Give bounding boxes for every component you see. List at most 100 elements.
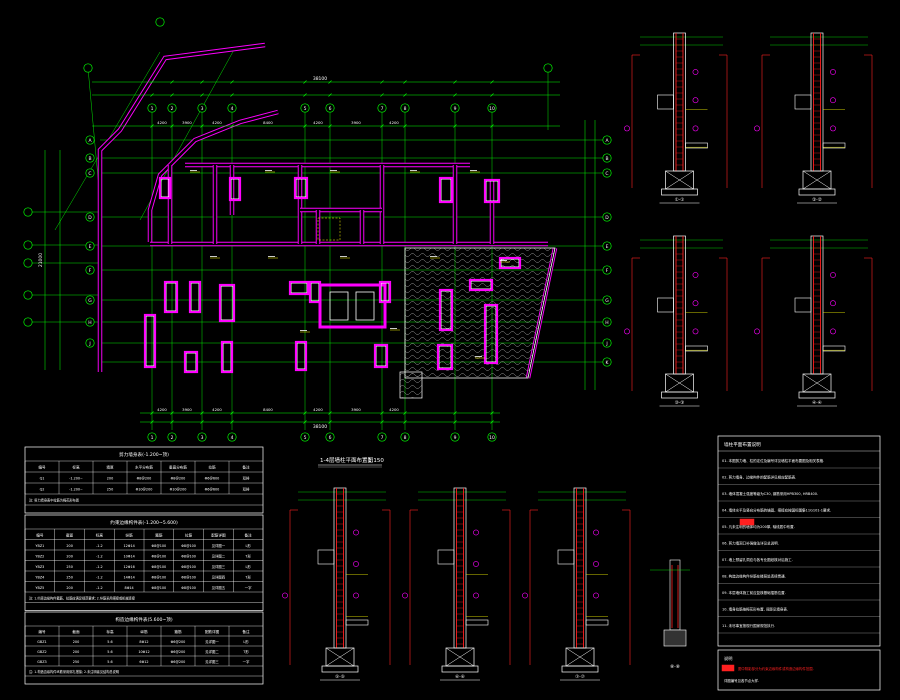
section-beam bbox=[437, 549, 455, 565]
boundary-element bbox=[483, 178, 501, 204]
boundary-element bbox=[373, 343, 389, 369]
table-cell: 见详图三 bbox=[212, 564, 226, 569]
section-rebar-mark bbox=[830, 272, 836, 278]
table-cell: Φ8@100 bbox=[181, 544, 196, 548]
axis-bubble-bottom-circle bbox=[487, 432, 497, 442]
dim-tick bbox=[303, 411, 307, 415]
section-rebar-mark bbox=[830, 300, 836, 307]
notes-item: 04. 墙体水平及竖向分布筋的锚固、搭接应按国标图集11G101-1要求. bbox=[722, 508, 831, 513]
bay-dim-bottom: 8400 bbox=[263, 407, 273, 412]
axis-bubble-top-label: 5 bbox=[304, 106, 307, 112]
table-cell: 一字 bbox=[243, 659, 250, 664]
section-x bbox=[565, 647, 595, 667]
dim-tick bbox=[303, 80, 307, 84]
notes-title: 墙柱平面布置说明 bbox=[724, 441, 761, 448]
section-rebar-mark bbox=[830, 97, 836, 104]
notes-footer-title: 说明 bbox=[724, 655, 732, 662]
axis-bubble-right-label: E bbox=[606, 244, 609, 250]
section-rebar-mark bbox=[522, 592, 528, 599]
axis-bubble-right-circle bbox=[602, 212, 612, 222]
section-x bbox=[802, 373, 832, 393]
section-slab bbox=[585, 619, 609, 626]
notes-footer-item: 图中阴影部分为约束边缘构件或构造边缘构件范围. bbox=[738, 666, 814, 671]
boundary-element bbox=[288, 280, 310, 296]
dim-tick bbox=[200, 411, 204, 415]
axis-bubble-left-circle bbox=[85, 135, 95, 145]
boundary-element-inner bbox=[165, 282, 177, 312]
dim-tick bbox=[490, 80, 494, 84]
section-slab bbox=[465, 619, 489, 626]
elevator-core bbox=[318, 283, 387, 329]
boundary-element bbox=[438, 176, 454, 204]
boundary-element-inner bbox=[295, 178, 307, 198]
boundary-element-inner bbox=[485, 180, 499, 202]
table-cell: YBZ1 bbox=[35, 544, 44, 548]
boundary-element bbox=[220, 340, 234, 374]
axis-bubble-top-label: 3 bbox=[201, 106, 204, 112]
section-beam bbox=[657, 94, 674, 110]
shear-wall-core bbox=[98, 43, 266, 372]
boundary-element bbox=[438, 288, 454, 332]
dim-tick bbox=[170, 93, 174, 97]
dim-tick bbox=[453, 124, 457, 128]
section-base bbox=[561, 665, 599, 673]
dim-tick bbox=[200, 124, 204, 128]
table-cell: 14Φ14 bbox=[123, 575, 134, 579]
axis-bubble-right-label: F bbox=[606, 268, 609, 274]
columns bbox=[143, 170, 522, 374]
table-header-cell: 配筋详图 bbox=[205, 629, 220, 634]
table-cell: 双排 bbox=[243, 476, 250, 481]
axis-bubble-top-circle bbox=[227, 103, 237, 113]
table-cell: -1.2 bbox=[96, 565, 103, 569]
boundary-element bbox=[158, 176, 172, 200]
table-cell: 250 bbox=[107, 488, 113, 492]
dim-tick bbox=[150, 420, 154, 424]
boundary-element-inner bbox=[485, 305, 497, 363]
plan-scale: 1:150 bbox=[368, 458, 384, 464]
table-cell: Φ8@200 bbox=[171, 477, 186, 481]
boundary-element-inner bbox=[230, 178, 240, 200]
notes-item: 11. 未尽事宜按现行国家规范执行. bbox=[722, 623, 775, 628]
table-title: 构造边缘构件表(5.600~顶) bbox=[115, 616, 173, 623]
boundary-element-inner bbox=[440, 290, 452, 330]
section-rebar-mark bbox=[830, 69, 836, 75]
section-title: ①-① bbox=[675, 197, 685, 203]
dim-tick bbox=[200, 93, 204, 97]
dim-tick bbox=[150, 80, 154, 84]
section-rebar-mark bbox=[692, 272, 699, 278]
table-header-cell: 拉筋 bbox=[208, 465, 216, 470]
boundary-element bbox=[308, 280, 322, 304]
axis-bubble-bottom-circle bbox=[400, 432, 410, 442]
dim-tick bbox=[200, 420, 204, 424]
overall-dim-top: 38100 bbox=[313, 76, 327, 82]
table-header-cell: 备注 bbox=[242, 465, 250, 470]
axis-bubble-right-circle bbox=[602, 317, 612, 327]
axis-bubble-top-label: 9 bbox=[454, 106, 457, 112]
table-cell: T形 bbox=[244, 574, 251, 579]
table-header-cell: 配筋详图 bbox=[211, 532, 226, 537]
bay-dim-bottom: 4200 bbox=[313, 407, 323, 412]
axis-bubble-far-left bbox=[23, 258, 33, 268]
axis-bubble-diag bbox=[83, 63, 93, 73]
table-cell: Q1 bbox=[40, 477, 45, 481]
boundary-element-inner bbox=[438, 345, 452, 369]
table-cell: 5.6 bbox=[107, 650, 112, 654]
section-rebar-mark bbox=[692, 97, 699, 104]
table-header-cell: 备注 bbox=[245, 532, 253, 537]
table-cell: Φ8@100 bbox=[152, 586, 167, 590]
notes-border bbox=[717, 435, 881, 647]
axis-bubble-top-label: 6 bbox=[329, 106, 332, 112]
table-cell: 8Φ12 bbox=[139, 640, 148, 644]
bay-dim-bottom: 3900 bbox=[351, 407, 361, 412]
boundary-element-inner bbox=[190, 282, 200, 312]
axis-bubble-left-circle bbox=[85, 338, 95, 348]
dim-tick bbox=[230, 124, 234, 128]
table-cell: -1.200~ bbox=[69, 488, 83, 492]
dim-tick bbox=[403, 411, 407, 415]
table-cell: 12Φ14 bbox=[123, 544, 134, 548]
axis-bubble-top-circle bbox=[167, 103, 177, 113]
dim-tick bbox=[453, 411, 457, 415]
overall-dim-bottom: 38100 bbox=[313, 424, 327, 430]
axis-bubble-right-label: H bbox=[605, 320, 608, 326]
section-title: ④-④ bbox=[812, 400, 822, 406]
